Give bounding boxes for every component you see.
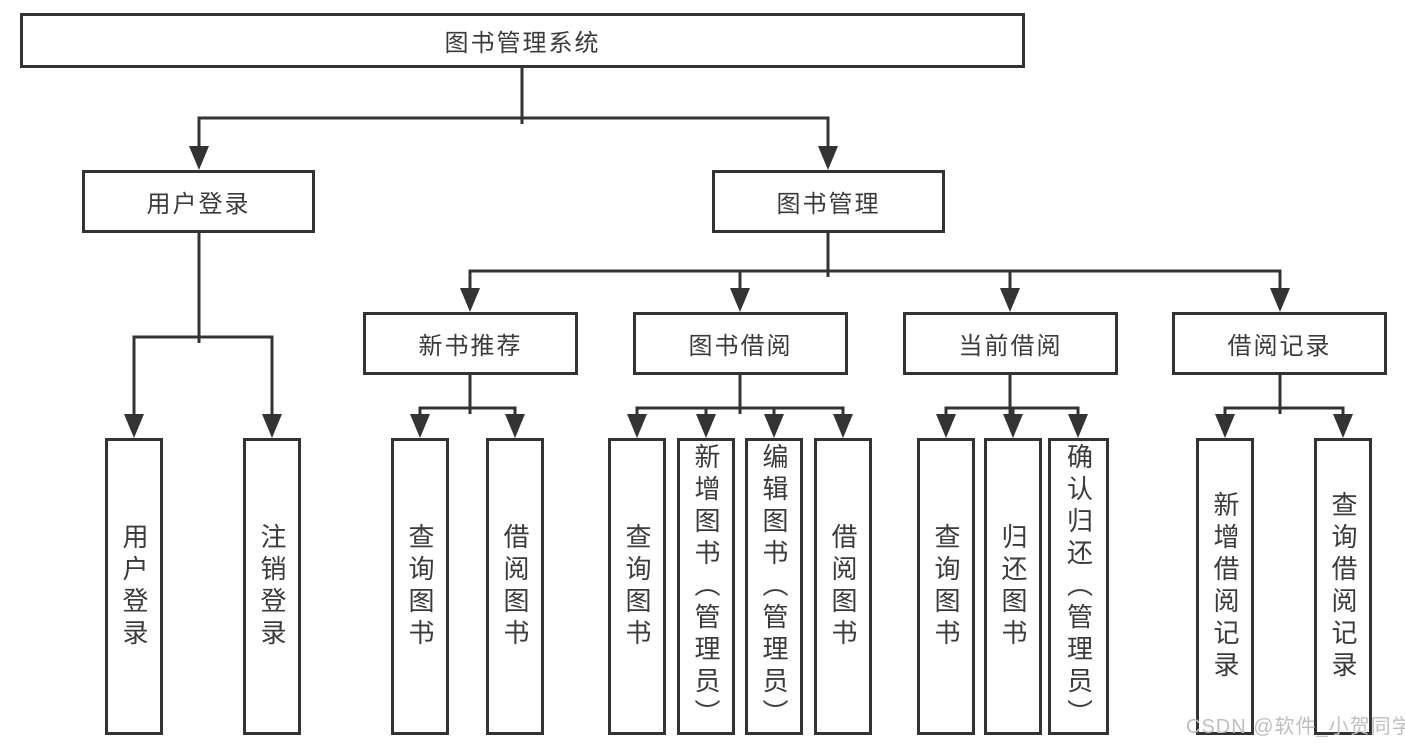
leaf-query-books-1: 查询图书 [391, 438, 449, 735]
node-label: 查询图书 [931, 522, 961, 651]
node-book-borrowing: 图书借阅 [633, 312, 848, 375]
node-label: 归还图书 [998, 522, 1028, 651]
arrow-down-icon [1068, 414, 1088, 438]
arrow-down-icon [627, 414, 647, 438]
arrow-down-icon [410, 414, 430, 438]
arrow-down-icon [1000, 288, 1020, 312]
node-library-management-system: 图书管理系统 [20, 13, 1025, 68]
node-label: 用户登录 [119, 522, 149, 651]
leaf-edit-books-admin: 编辑图书（管理员） [745, 438, 803, 735]
leaf-return-books: 归还图书 [984, 438, 1042, 735]
arrow-down-icon [1270, 288, 1290, 312]
arrow-down-icon [189, 146, 209, 170]
arrow-down-icon [505, 414, 525, 438]
leaf-confirm-return-admin: 确认归还（管理员） [1048, 438, 1109, 735]
leaf-borrow-books-1: 借阅图书 [486, 438, 544, 735]
leaf-logout: 注销登录 [243, 438, 301, 735]
node-label: 借阅记录 [1227, 333, 1332, 360]
node-borrowing-records: 借阅记录 [1172, 312, 1387, 375]
arrow-down-icon [1215, 414, 1235, 438]
arrow-down-icon [262, 414, 282, 438]
node-current-borrowing: 当前借阅 [903, 312, 1118, 375]
leaf-query-books-3: 查询图书 [917, 438, 975, 735]
node-label: 编辑图书（管理员） [759, 442, 789, 731]
node-label: 确认归还（管理员） [1063, 442, 1094, 731]
node-label: 借阅图书 [500, 522, 530, 651]
node-label: 新增借阅记录 [1210, 490, 1240, 683]
leaf-user-login: 用户登录 [105, 438, 163, 735]
arrow-down-icon [1003, 414, 1023, 438]
arrow-down-icon [730, 288, 750, 312]
node-user-login-branch: 用户登录 [82, 170, 315, 233]
node-label: 查询图书 [622, 522, 652, 651]
node-label: 图书管理 [776, 191, 881, 218]
node-new-book-recommendation: 新书推荐 [363, 312, 578, 375]
arrow-down-icon [833, 414, 853, 438]
node-label: 查询图书 [405, 522, 435, 651]
arrow-down-icon [818, 146, 838, 170]
arrow-down-icon [764, 414, 784, 438]
node-label: 查询借阅记录 [1328, 490, 1358, 683]
arrow-down-icon [460, 288, 480, 312]
leaf-add-books-admin: 新增图书（管理员） [677, 438, 735, 735]
node-label: 图书借阅 [688, 333, 793, 360]
arrow-down-icon [1333, 414, 1353, 438]
node-label: 注销登录 [257, 522, 287, 651]
node-label: 当前借阅 [958, 333, 1063, 360]
leaf-add-borrow-record: 新增借阅记录 [1196, 438, 1254, 735]
watermark-text: CSDN @软件_小贺同学 [1186, 716, 1405, 738]
arrow-down-icon [696, 414, 716, 438]
node-label: 新书推荐 [418, 333, 523, 360]
node-label: 用户登录 [146, 191, 251, 218]
leaf-query-books-2: 查询图书 [608, 438, 666, 735]
node-label: 新增图书（管理员） [691, 442, 721, 731]
node-label: 借阅图书 [828, 522, 858, 651]
node-book-management-branch: 图书管理 [712, 170, 945, 233]
arrow-down-icon [936, 414, 956, 438]
arrow-down-icon [124, 414, 144, 438]
leaf-query-borrow-record: 查询借阅记录 [1314, 438, 1372, 735]
leaf-borrow-books-2: 借阅图书 [814, 438, 872, 735]
node-label: 图书管理系统 [444, 30, 601, 57]
